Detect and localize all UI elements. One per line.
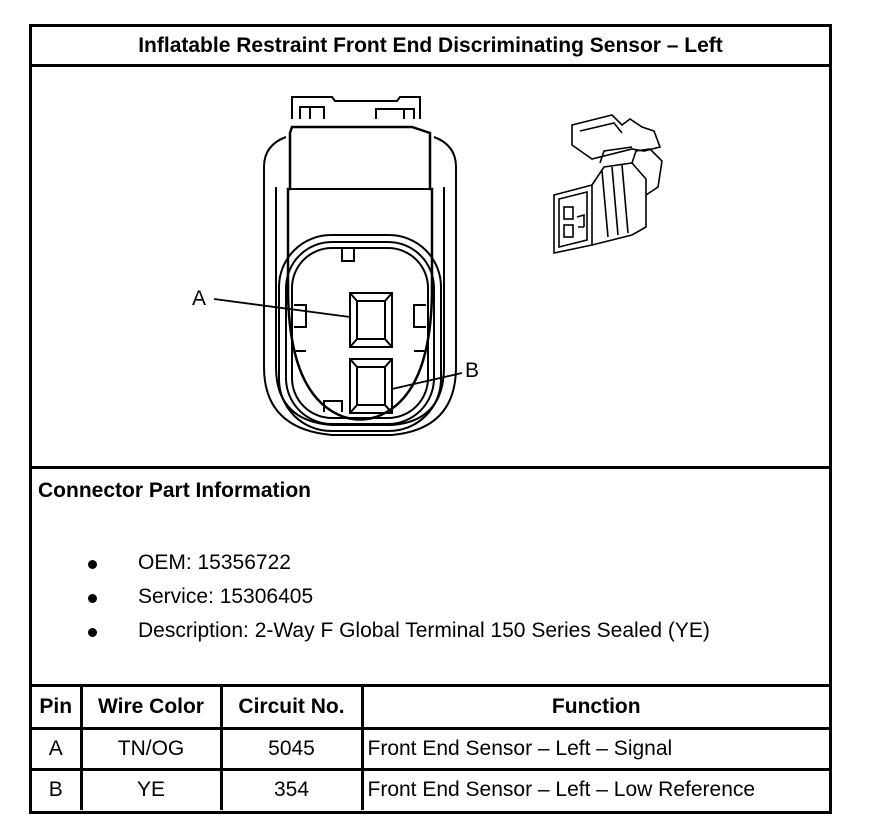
page-title: Inflatable Restraint Front End Discrimin… <box>32 27 829 67</box>
column-header-pin: Pin <box>32 687 83 730</box>
bullet-icon <box>88 594 97 603</box>
table-row: A TN/OG 5045 Front End Sensor – Left – S… <box>32 726 829 771</box>
callout-b-label: B <box>465 359 479 382</box>
connector-part-info: Connector Part Information OEM: 15356722… <box>32 469 829 687</box>
circuit-no-cell: 5045 <box>219 726 364 771</box>
connector-diagram: A B <box>32 67 829 469</box>
circuit-no-cell: 354 <box>219 767 364 810</box>
table-row: B YE 354 Front End Sensor – Left – Low R… <box>32 767 829 810</box>
connector-sheet: Inflatable Restraint Front End Discrimin… <box>29 24 832 814</box>
connector-face-drawing: A B <box>192 96 663 436</box>
bullet-icon <box>88 628 97 637</box>
bullet-icon <box>88 560 97 569</box>
function-cell: Front End Sensor – Left – Low Reference <box>360 767 829 810</box>
function-cell: Front End Sensor – Left – Signal <box>360 726 829 771</box>
table-header-row: Pin Wire Color Circuit No. Function <box>32 687 829 730</box>
wire-color-cell: TN/OG <box>79 726 223 771</box>
section-heading: Connector Part Information <box>38 479 312 502</box>
column-header-circuit-no: Circuit No. <box>219 687 364 730</box>
column-header-wire-color: Wire Color <box>79 687 223 730</box>
wire-color-cell: YE <box>79 767 223 810</box>
pin-cell: B <box>32 767 83 810</box>
callout-a-label: A <box>192 287 206 310</box>
pin-cell: A <box>32 726 83 771</box>
column-header-function: Function <box>360 687 829 730</box>
pinout-table: Pin Wire Color Circuit No. Function A TN… <box>32 687 829 810</box>
